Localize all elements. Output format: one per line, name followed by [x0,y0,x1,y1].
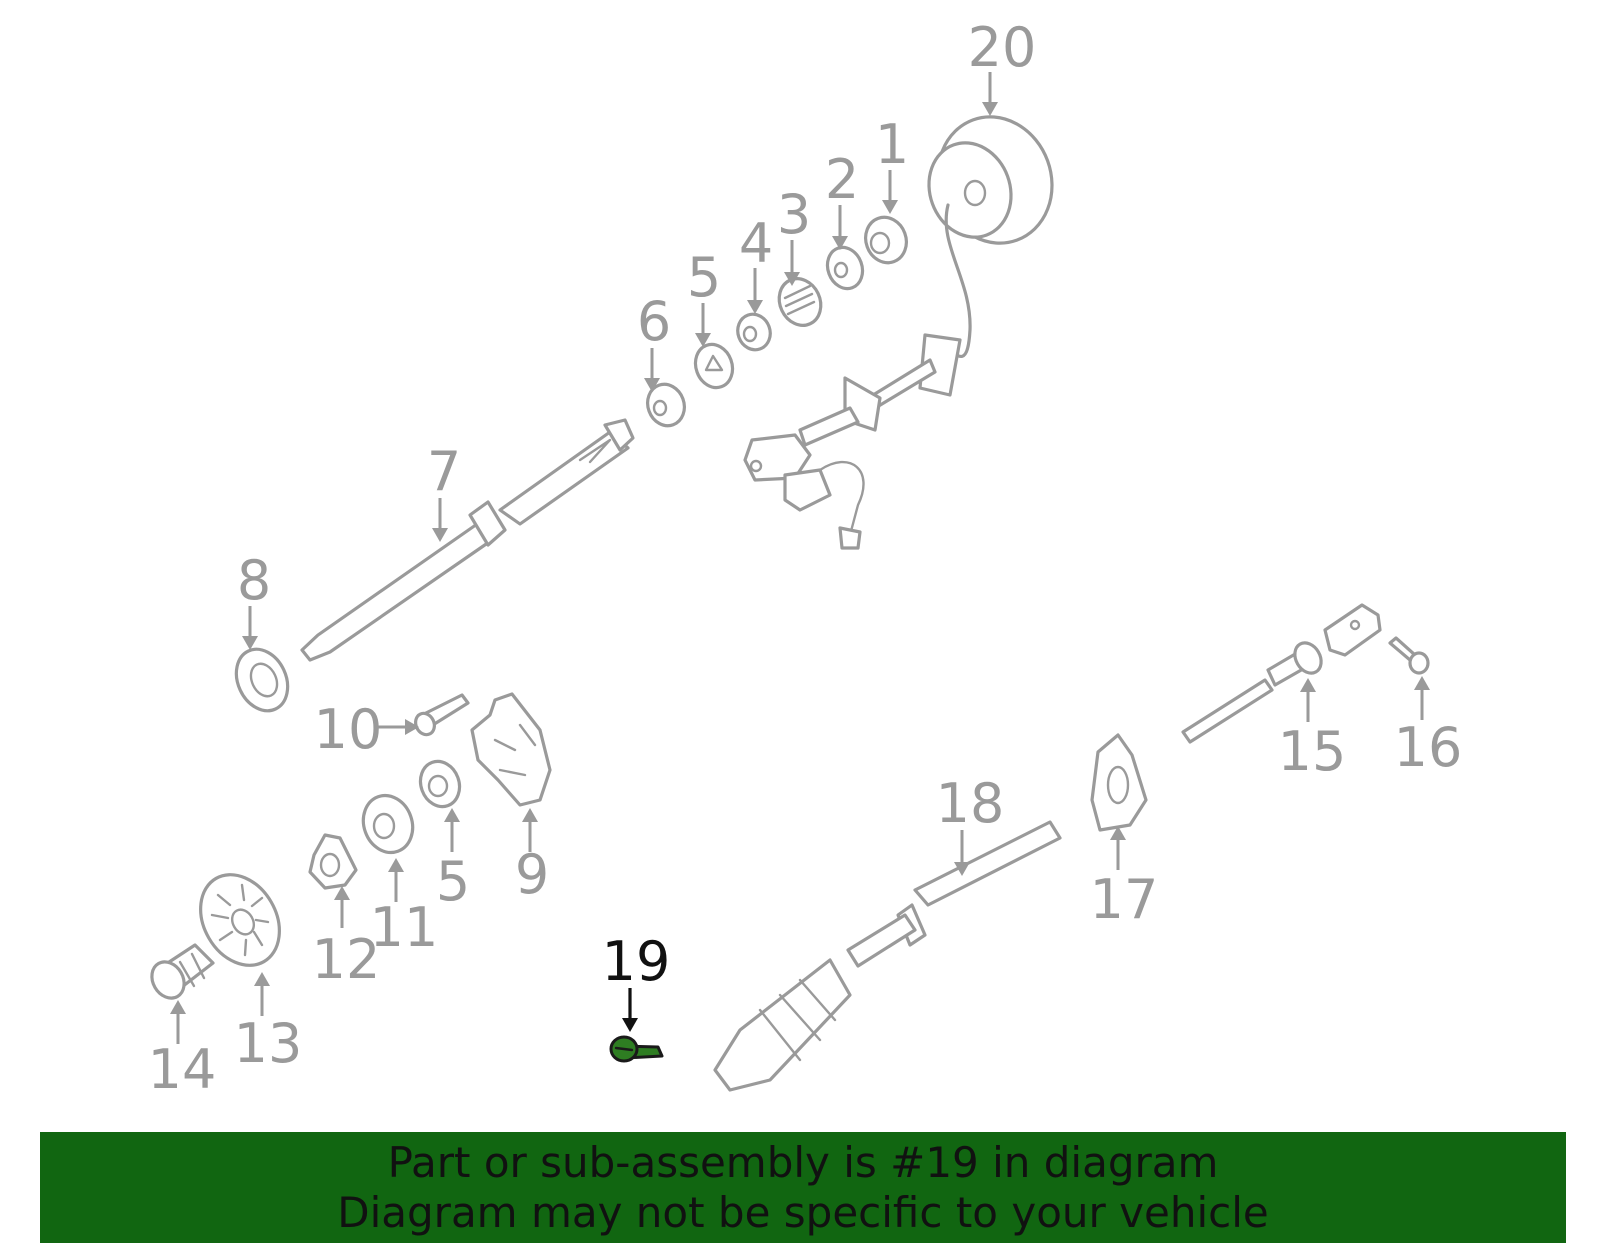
label-10: 10 [314,698,383,761]
part-17-boot [1090,733,1148,832]
label-17: 17 [1090,868,1159,931]
part-6-bearing [646,382,686,428]
part-4-ring [736,312,772,352]
label-16: 16 [1394,716,1463,779]
label-19: 19 [602,930,671,993]
label-5-lower: 5 [436,850,470,913]
part-2-washer [825,245,865,291]
banner-line-disclaimer: Diagram may not be specific to your vehi… [337,1188,1269,1237]
leader-arrow-19 [622,988,638,1032]
part-5-lower-ring [418,759,462,809]
part-14-bumper [150,943,215,1000]
part-20-clock-spring [743,115,1054,550]
label-5: 5 [687,246,721,309]
part-1-nut [864,215,908,265]
part-15-lower-shaft [1181,603,1382,744]
part-18-intermediate-shaft [713,820,1062,1092]
label-14: 14 [148,1038,217,1101]
label-8: 8 [237,549,271,612]
label-6: 6 [637,290,671,353]
label-13: 13 [234,1012,303,1075]
label-3: 3 [777,183,811,246]
label-7: 7 [427,440,461,503]
part-12-bushing [308,833,358,890]
banner-line-part: Part or sub-assembly is #19 in diagram [387,1138,1219,1187]
part-19-screw-highlighted [609,1035,664,1063]
part-9-housing [470,692,552,807]
label-2: 2 [825,148,859,211]
part-3-spring [777,277,823,327]
part-10-screw [414,693,470,737]
part-8-seal [234,647,290,713]
part-5-ring [693,342,735,390]
label-18: 18 [936,772,1005,835]
part-16-bolt [1388,636,1430,675]
label-9: 9 [515,843,549,906]
leader-arrows [170,72,1430,1044]
label-12: 12 [312,928,381,991]
info-banner: Part or sub-assembly is #19 in diagram D… [40,1132,1566,1243]
label-1: 1 [875,113,909,176]
part-7-upper-shaft [300,418,635,662]
callout-labels: 20 1 2 3 4 5 6 7 8 10 9 5 11 12 13 14 19… [148,16,1463,1101]
label-4: 4 [739,212,773,275]
label-20: 20 [968,16,1037,79]
label-11: 11 [370,896,439,959]
part-13-gear-plate [199,873,281,967]
part-11-nut [361,793,415,855]
label-15: 15 [1278,720,1347,783]
